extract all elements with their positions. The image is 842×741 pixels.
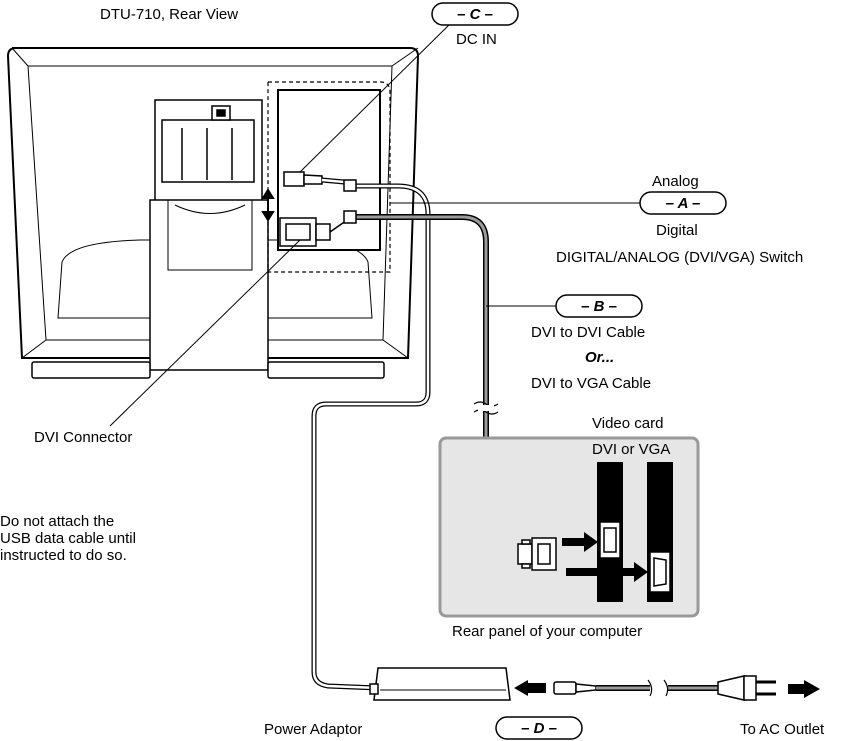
- diagram-title: DTU-710, Rear View: [100, 6, 238, 23]
- callout-d: – D –: [495, 716, 583, 740]
- callout-a: – A –: [639, 191, 727, 215]
- callout-b-label: – B –: [581, 298, 617, 315]
- switch-arrow: [261, 188, 275, 222]
- digital-label: Digital: [656, 222, 698, 239]
- card-vga-port: [649, 551, 671, 593]
- dvi-connector-label: DVI Connector: [34, 429, 132, 446]
- callout-c: – C –: [431, 2, 519, 26]
- usb-note-line: Do not attach the: [0, 513, 115, 530]
- usb-note: Do not attach the USB data cable until i…: [0, 513, 200, 564]
- analog-label: Analog: [652, 173, 699, 190]
- usb-note-line: USB data cable until: [0, 530, 136, 547]
- video-plug-monitor: [343, 210, 357, 224]
- callout-d-label: – D –: [521, 720, 557, 737]
- dc-in-port: [283, 171, 323, 187]
- rear-panel-label: Rear panel of your computer: [452, 623, 642, 640]
- cord-break-mark: [647, 679, 669, 697]
- dc-plug: [343, 179, 357, 192]
- callout-a-label: – A –: [666, 195, 701, 212]
- usb-note-line: instructed to do so.: [0, 547, 127, 564]
- connector-area-outline: [267, 81, 391, 273]
- wall-plug: [717, 675, 776, 701]
- switch-label: DIGITAL/ANALOG (DVI/VGA) Switch: [556, 249, 803, 266]
- dvi-cable-label: DVI to DVI Cable: [531, 324, 645, 341]
- video-card-label: Video card: [592, 415, 663, 432]
- video-plug-computer: [517, 537, 557, 571]
- power-adaptor: [369, 667, 511, 701]
- vga-cable-label: DVI to VGA Cable: [531, 375, 651, 392]
- callout-c-label: – C –: [457, 6, 493, 23]
- ac-outlet-label: To AC Outlet: [740, 721, 825, 738]
- dvi-or-vga-label: DVI or VGA: [592, 441, 670, 458]
- or-label: Or...: [585, 349, 614, 366]
- callout-b: – B –: [555, 294, 643, 318]
- ac-arrow-left: [514, 680, 546, 696]
- cable-break-mark: [473, 401, 499, 415]
- power-adaptor-label: Power Adaptor: [264, 721, 362, 738]
- ac-arrow-right: [788, 680, 820, 698]
- insert-arrows: [562, 532, 648, 582]
- dc-in-label: DC IN: [456, 31, 497, 48]
- ac-inlet-plug: [553, 681, 597, 695]
- card-dvi-port: [599, 521, 621, 559]
- leader-lines: [109, 21, 640, 427]
